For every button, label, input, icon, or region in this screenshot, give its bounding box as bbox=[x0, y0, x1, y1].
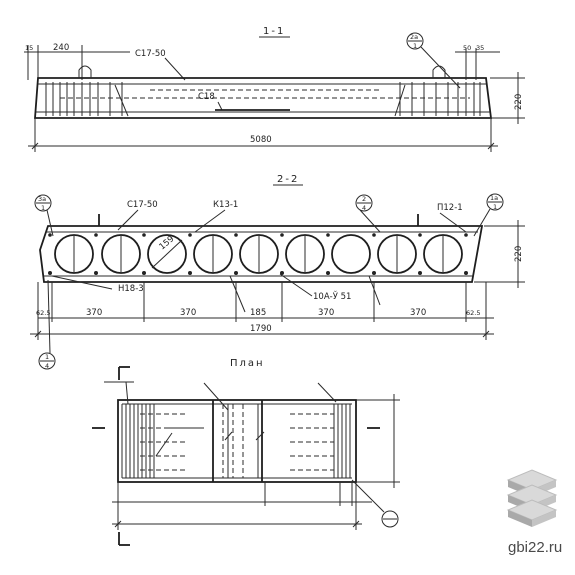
stacked-slabs-logo-icon bbox=[506, 469, 558, 527]
watermark: gbi22.ru bbox=[506, 469, 562, 556]
dim-62-5-right: 62.5 bbox=[466, 309, 480, 317]
plan-outline bbox=[117, 399, 357, 483]
dim-height-220: 220 bbox=[514, 246, 524, 262]
mark-1-top: 1 bbox=[45, 353, 49, 361]
mark-2a-circle bbox=[406, 32, 424, 50]
section-2-2: 2-2 159 bbox=[30, 174, 525, 370]
lifting-loop-left bbox=[78, 65, 92, 78]
rebar-dots bbox=[48, 233, 468, 275]
section-1-1-title: 1-1 bbox=[263, 26, 285, 37]
dim-width-1790: 1790 bbox=[250, 324, 272, 334]
dim-240: 240 bbox=[53, 43, 69, 53]
left-cage bbox=[45, 82, 129, 117]
mark-3a-bottom: 1 bbox=[41, 204, 45, 212]
section-2-2-title: 2-2 bbox=[277, 174, 299, 185]
plan-title: План bbox=[230, 358, 265, 369]
plan-left-mesh bbox=[121, 404, 186, 478]
dim-370-c: 370 bbox=[318, 308, 334, 318]
dim-length-5080: 5080 bbox=[250, 135, 272, 145]
dim-370-d: 370 bbox=[410, 308, 426, 318]
dim-height-220: 220 bbox=[514, 94, 524, 110]
mark-1a-top: 1а bbox=[490, 194, 498, 202]
label-c17-50: С17-50 bbox=[135, 49, 166, 59]
slab-cross-section-outline bbox=[39, 225, 484, 283]
mark-2a-top: 2а bbox=[410, 33, 418, 41]
right-cage bbox=[394, 82, 481, 117]
label-rebar-10a: 10А-Ў 51 bbox=[313, 290, 351, 302]
mark-1a-circle bbox=[486, 193, 504, 211]
label-c18: С18 bbox=[198, 92, 215, 102]
mark-3a-circle bbox=[34, 194, 52, 212]
plan-view: План bbox=[92, 358, 400, 546]
watermark-site: gbi22.ru bbox=[508, 539, 562, 556]
mark-2-bottom: 4 bbox=[362, 204, 366, 212]
mark-3a-top: 3а bbox=[38, 195, 46, 203]
label-c17-50: С17-50 bbox=[127, 200, 158, 210]
dim-35: 35 bbox=[476, 44, 484, 52]
dim-185: 185 bbox=[250, 308, 266, 318]
dim-370-b: 370 bbox=[180, 308, 196, 318]
dim-62-5-left: 62.5 bbox=[36, 309, 50, 317]
dim-370-a: 370 bbox=[86, 308, 102, 318]
dim-15: 15 bbox=[25, 44, 33, 52]
label-k13-1: К13-1 bbox=[213, 200, 238, 210]
mark-1-bottom: 4 bbox=[45, 362, 49, 370]
label-n18-3: Н18-3 bbox=[118, 284, 144, 294]
hollow-cores bbox=[54, 234, 463, 274]
mark-2a-bottom: 1 bbox=[413, 42, 417, 50]
mark-1-4-circle bbox=[38, 352, 56, 370]
lifting-loop-right bbox=[432, 65, 446, 78]
section-1-1: 1-1 15 240 С17-50 bbox=[24, 26, 525, 152]
mark-3-4-circle bbox=[381, 510, 399, 528]
mark-2-top: 2 bbox=[362, 195, 366, 203]
dim-50: 50 bbox=[463, 44, 471, 52]
label-p12-1: П12-1 bbox=[437, 203, 463, 213]
mark-2-circle bbox=[355, 194, 373, 212]
mark-1a-bottom: 1 bbox=[493, 203, 497, 211]
plan-center-mesh bbox=[212, 400, 265, 482]
plan-right-mesh bbox=[290, 404, 351, 478]
